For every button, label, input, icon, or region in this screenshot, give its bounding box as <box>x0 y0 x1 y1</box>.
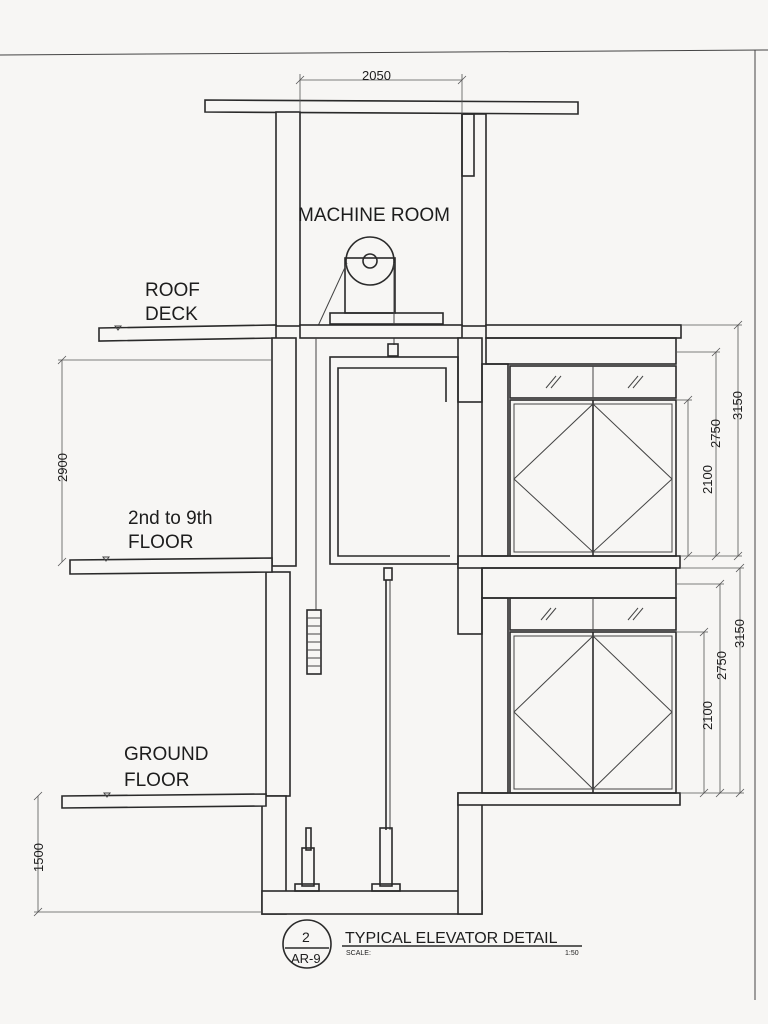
machine-room-left-wall <box>275 111 301 327</box>
typical-floor-slab: 2nd to 9th FLOOR <box>69 508 273 575</box>
roof-slab-right <box>485 324 682 339</box>
dim-lower-door-height: 2100 <box>700 701 715 730</box>
shaft-right-column-upper <box>457 337 483 403</box>
roof-deck-label-line2: DECK <box>145 304 198 325</box>
ground-level-marker <box>103 792 111 798</box>
shaft-left-wall-upper <box>271 337 297 567</box>
machine-room-label: MACHINE ROOM <box>298 205 450 226</box>
roof-slab-left <box>98 324 277 342</box>
lower-frame <box>481 597 509 794</box>
car-inner-outline <box>337 367 450 557</box>
upper-frame <box>481 363 509 557</box>
sheet-border-top <box>0 49 768 56</box>
counterweight-ribs <box>307 617 321 667</box>
pit-buffers <box>294 827 401 892</box>
rope-left <box>317 262 348 327</box>
hoistway-walls <box>261 337 681 915</box>
dim-top-width: 2050 <box>362 68 391 83</box>
floor-level-marker <box>102 556 110 562</box>
traction-machine <box>344 257 396 314</box>
car-buffer-body <box>379 827 393 887</box>
roof-level-marker <box>114 325 122 331</box>
roof-slab-shaft <box>299 324 463 339</box>
lower-transom-glass-marks <box>540 607 644 621</box>
machine-room-roof-slab <box>204 99 579 115</box>
cw-buffer-stem <box>305 827 312 851</box>
ground-label-line2: FLOOR <box>124 770 189 791</box>
floor-label-line1: 2nd to 9th <box>128 508 213 529</box>
machine-room: MACHINE ROOM <box>204 99 579 345</box>
dim-pit-depth: 1500 <box>31 843 46 872</box>
lower-lintel <box>481 567 677 599</box>
scale-value: 1:50 <box>565 950 579 957</box>
counterweight <box>306 338 322 675</box>
upper-landing-door <box>481 337 677 557</box>
car-bottom-hitch <box>383 567 393 581</box>
shaft-left-wall-lower <box>265 571 291 797</box>
dim-upper-overall-height: 3150 <box>730 391 745 420</box>
title-block: 2 AR-9 TYPICAL ELEVATOR DETAIL SCALE: 1:… <box>282 919 582 969</box>
upper-transom-glass-marks <box>545 375 644 389</box>
detail-title: TYPICAL ELEVATOR DETAIL <box>345 930 558 947</box>
ground-floor-slab: GROUND FLOOR <box>61 744 267 809</box>
detail-bubble <box>282 919 332 969</box>
lower-door-diamond <box>513 635 673 790</box>
roof-deck-label-line1: ROOF <box>145 280 200 301</box>
elevator-car <box>329 343 459 830</box>
car-buffer-base <box>371 883 401 892</box>
dim-upper-opening-height: 2750 <box>708 419 723 448</box>
machine-room-vent <box>461 113 475 177</box>
dim-floor-height: 2900 <box>55 453 70 482</box>
dimension-lines: 2050 2900 1500 2100 2750 3150 <box>31 68 747 917</box>
roof-deck-slab: ROOF DECK <box>98 280 682 342</box>
ground-right-slab <box>457 792 681 806</box>
scale-label: SCALE: <box>346 950 371 957</box>
sheave-inner <box>362 253 378 269</box>
dim-lower-opening-height: 2750 <box>714 651 729 680</box>
floor-label-line2: FLOOR <box>128 532 193 553</box>
cw-buffer-body <box>301 847 315 887</box>
ground-label-line1: GROUND <box>124 744 208 765</box>
dim-upper-door-height: 2100 <box>700 465 715 494</box>
dim-lower-overall-height: 3150 <box>732 619 747 648</box>
car-top-hitch <box>387 343 399 357</box>
mid-slab-right <box>457 555 681 569</box>
cw-buffer-base <box>294 883 320 892</box>
ground-slab-left <box>61 793 267 809</box>
upper-lintel <box>485 337 677 365</box>
shaft-right-column-middle <box>457 565 483 635</box>
sheave-outer <box>345 236 395 286</box>
sheet-number: AR-9 <box>291 951 321 966</box>
upper-door-diamond <box>513 403 673 553</box>
pit-right-wall <box>457 792 483 915</box>
detail-number: 2 <box>302 929 310 945</box>
lower-landing-door <box>481 567 677 794</box>
floor-slab-left <box>69 557 273 575</box>
car-outline <box>329 356 459 565</box>
machine-base <box>329 312 444 325</box>
pit-floor <box>261 890 483 915</box>
